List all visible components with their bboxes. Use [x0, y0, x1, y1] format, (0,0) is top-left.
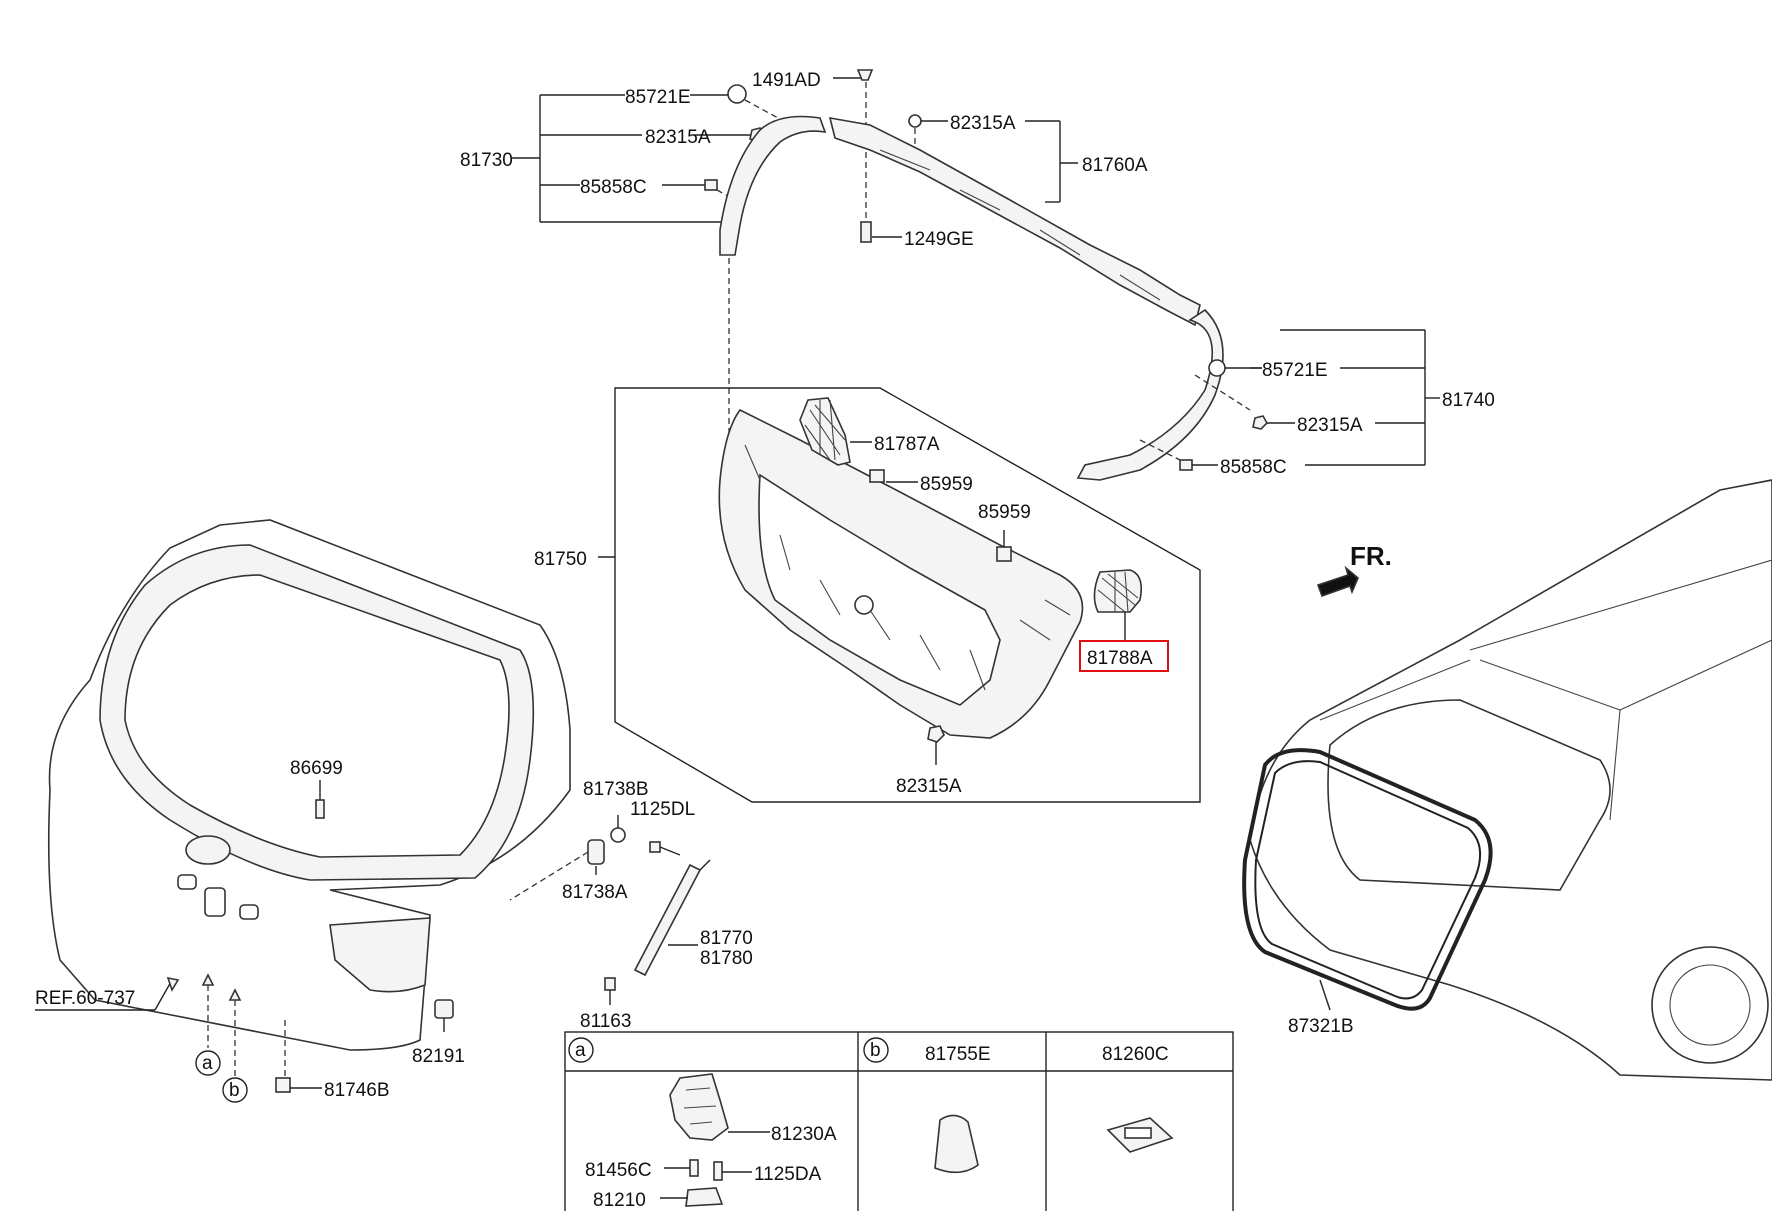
right-pillar-trim: [1076, 308, 1224, 481]
callout-b: [222, 1077, 248, 1103]
table-key-b-letter: b: [870, 1040, 881, 1061]
label-82315a-top-left[interactable]: 82315A: [645, 127, 711, 148]
car-rear-opening: [1327, 699, 1611, 891]
bolt-86699: [315, 799, 325, 819]
clip-85959-b: [996, 546, 1012, 562]
label-81788a[interactable]: 81788A: [1087, 648, 1153, 669]
label-81738b[interactable]: 81738B: [583, 779, 649, 800]
label-82315a-top-right[interactable]: 82315A: [950, 113, 1016, 134]
bolt-1125dl: [649, 841, 661, 853]
callout-a: [195, 1050, 221, 1076]
ref-label[interactable]: REF.60-737: [35, 988, 135, 1009]
label-85721e-top[interactable]: 85721E: [625, 87, 691, 108]
label-81740[interactable]: 81740: [1442, 390, 1495, 411]
label-81770[interactable]: 81770: [700, 928, 753, 949]
clip-81746b: [275, 1077, 291, 1093]
clip-85959-a: [869, 469, 885, 483]
label-81787a[interactable]: 81787A: [874, 434, 940, 455]
upper-header-trim: [828, 116, 1201, 327]
screw-1249ge: [860, 221, 902, 243]
label-82315a-right[interactable]: 82315A: [1297, 415, 1363, 436]
car-wheel: [1651, 946, 1769, 1064]
label-86699[interactable]: 86699: [290, 758, 343, 779]
table-key-a-letter: a: [575, 1040, 586, 1061]
clip-85858c-right: [1179, 459, 1193, 471]
table-key-b: [863, 1037, 889, 1063]
bumper-81738a: [587, 839, 605, 865]
parts-table: [564, 1031, 1234, 1211]
label-87321b[interactable]: 87321B: [1288, 1016, 1354, 1037]
label-81230a[interactable]: 81230A: [771, 1124, 837, 1145]
bumper-81738b: [610, 827, 626, 843]
table-header-81755e[interactable]: 81755E: [925, 1044, 991, 1065]
label-81746b[interactable]: 81746B: [324, 1080, 390, 1101]
striker-81210: [685, 1187, 724, 1207]
label-81760a[interactable]: 81760A: [1082, 155, 1148, 176]
fr-label: FR.: [1350, 541, 1392, 571]
table-key-a: [568, 1037, 594, 1063]
label-81210[interactable]: 81210: [593, 1190, 646, 1211]
label-85959-a[interactable]: 85959: [920, 474, 973, 495]
highlight-box-81788a: [1079, 640, 1169, 672]
label-81456c[interactable]: 81456C: [585, 1160, 652, 1181]
clip-1491ad: [856, 69, 874, 81]
weatherstrip-87321b: [1242, 748, 1493, 1011]
left-pillar-trim: [719, 115, 827, 256]
nut-82315a-bottom: [927, 725, 945, 743]
bolt-1125da: [713, 1161, 723, 1181]
label-85959-b[interactable]: 85959: [978, 502, 1031, 523]
gas-strut: [633, 863, 702, 977]
label-85858c-top[interactable]: 85858C: [580, 177, 647, 198]
stopper-82191: [434, 999, 454, 1019]
label-82191[interactable]: 82191: [412, 1046, 465, 1067]
callout-b-letter: b: [229, 1080, 240, 1101]
clip-85858c-top: [704, 179, 736, 201]
front-direction-arrow: [1316, 565, 1359, 598]
table-header-81260c[interactable]: 81260C: [1102, 1044, 1169, 1065]
label-81730[interactable]: 81730: [460, 150, 513, 171]
label-82315a-bottom[interactable]: 82315A: [896, 776, 962, 797]
nut-82315a-top-right: [908, 114, 922, 128]
label-81163[interactable]: 81163: [580, 1011, 631, 1032]
label-1491ad[interactable]: 1491AD: [752, 70, 821, 91]
label-81750[interactable]: 81750: [534, 549, 587, 570]
label-85858c-right[interactable]: 85858C: [1220, 457, 1287, 478]
clip-85721e-right: [1208, 359, 1226, 377]
stud-81163: [604, 977, 616, 991]
label-81780[interactable]: 81780: [700, 948, 753, 969]
nut-82315a-right: [1252, 415, 1268, 430]
emblem: [185, 835, 231, 865]
label-1125dl[interactable]: 1125DL: [630, 799, 695, 820]
label-85721e-right[interactable]: 85721E: [1262, 360, 1328, 381]
callout-a-letter: a: [202, 1053, 213, 1074]
label-81738a[interactable]: 81738A: [562, 882, 628, 903]
trim-assembly-box-81750: [614, 387, 1201, 803]
bumper-81755e: [934, 1114, 979, 1174]
screw-81456c: [689, 1159, 699, 1177]
label-1249ge[interactable]: 1249GE: [904, 229, 974, 250]
bracket-81730: [512, 94, 752, 223]
label-1125da[interactable]: 1125DA: [754, 1164, 822, 1185]
